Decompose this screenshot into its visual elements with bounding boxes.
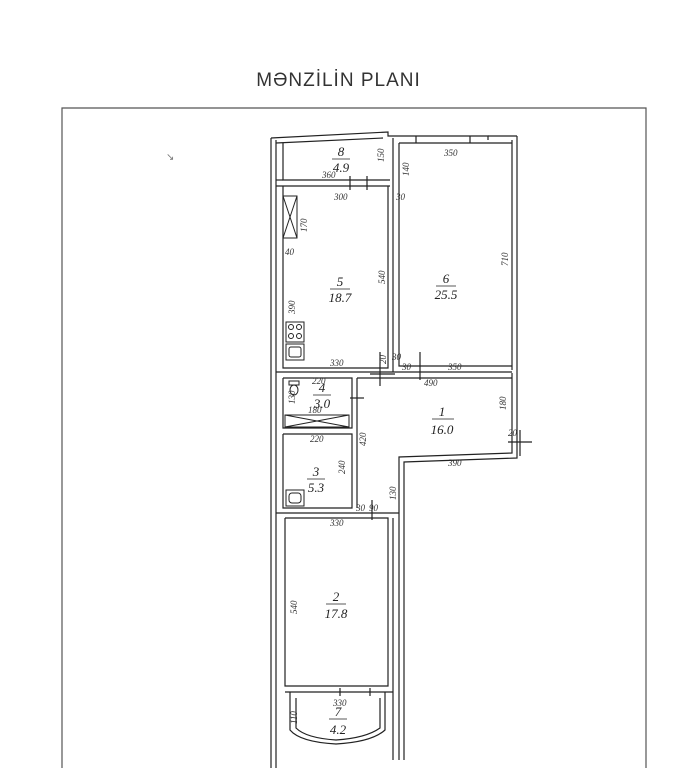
stove-icon xyxy=(285,321,305,343)
room-number: 3 xyxy=(312,464,320,479)
room-5: 5 18.7 xyxy=(329,274,352,305)
room-1: 1 16.0 xyxy=(431,404,454,437)
room-number: 1 xyxy=(439,404,446,419)
dim-label: 420 xyxy=(358,432,368,446)
sheet-frame xyxy=(61,107,647,768)
dim-label: 30 xyxy=(355,503,366,513)
room-4: 4 3.0 xyxy=(313,380,331,411)
room-area: 16.0 xyxy=(431,422,454,437)
room-area: 25.5 xyxy=(435,287,458,302)
room-area: 4.9 xyxy=(333,160,350,175)
kitchen-sink-icon xyxy=(285,343,305,361)
dim-label: 20 xyxy=(508,428,518,438)
dim-label: 330 xyxy=(332,698,347,708)
room-number: 7 xyxy=(335,704,342,719)
dim-label: 140 xyxy=(401,162,411,176)
room-area: 17.8 xyxy=(325,606,348,621)
room-number: 8 xyxy=(338,144,345,159)
dim-label: 220 xyxy=(310,434,324,444)
room-area: 4.2 xyxy=(330,722,347,737)
dim-label: 110 xyxy=(289,711,299,724)
dim-label: 330 xyxy=(329,358,344,368)
dim-label: 490 xyxy=(424,378,438,388)
dim-label: 20 xyxy=(378,355,388,365)
dim-label: 220 xyxy=(312,376,326,386)
dim-label: 540 xyxy=(289,600,299,614)
room-area: 18.7 xyxy=(329,290,352,305)
dim-label: 40 xyxy=(285,247,295,257)
room-number: 5 xyxy=(337,274,344,289)
dim-label: 240 xyxy=(337,460,347,474)
room-number: 2 xyxy=(333,589,340,604)
dim-label: 300 xyxy=(333,192,348,202)
wardrobe-icon-wc xyxy=(284,414,350,428)
dim-label: 350 xyxy=(443,148,458,158)
dim-label: 330 xyxy=(329,518,344,528)
wardrobe-icon xyxy=(282,195,298,239)
dim-label: 130 xyxy=(287,390,297,404)
dim-label: 130 xyxy=(388,486,398,500)
toilet-icon xyxy=(288,380,300,396)
room-area: 3.0 xyxy=(313,396,331,411)
dim-label: 360 xyxy=(321,170,336,180)
dim-label: 30 xyxy=(395,192,406,202)
dim-label: 350 xyxy=(447,362,462,372)
room-area: 5.3 xyxy=(308,480,325,495)
room-3: 3 5.3 xyxy=(307,464,325,495)
room-6: 6 25.5 xyxy=(435,271,458,302)
dim-label: 540 xyxy=(377,270,387,284)
dimension-labels: 150 360 300 170 40 540 390 330 350 140 3… xyxy=(285,148,518,724)
dim-label: 180 xyxy=(308,405,322,415)
dim-label: 180 xyxy=(498,396,508,410)
dim-label: 390 xyxy=(447,458,462,468)
room-7: 7 4.2 xyxy=(329,704,347,737)
dim-label: 30 xyxy=(401,362,412,372)
dim-label: 710 xyxy=(500,252,510,266)
walls xyxy=(270,131,532,768)
dim-label: 170 xyxy=(299,218,309,232)
room-number: 6 xyxy=(443,271,450,286)
dim-label: 30 xyxy=(391,352,402,362)
dim-label: 390 xyxy=(287,300,297,315)
room-8: 8 4.9 xyxy=(332,144,350,175)
page-title: MƏNZİLİN PLANI xyxy=(256,70,421,91)
dim-label: 150 xyxy=(376,148,386,162)
bathtub-icon xyxy=(285,489,305,507)
stray-mark: ↘ xyxy=(166,152,174,163)
dim-label: 90 xyxy=(369,503,379,513)
room-number: 4 xyxy=(319,380,326,395)
room-2: 2 17.8 xyxy=(325,589,348,621)
